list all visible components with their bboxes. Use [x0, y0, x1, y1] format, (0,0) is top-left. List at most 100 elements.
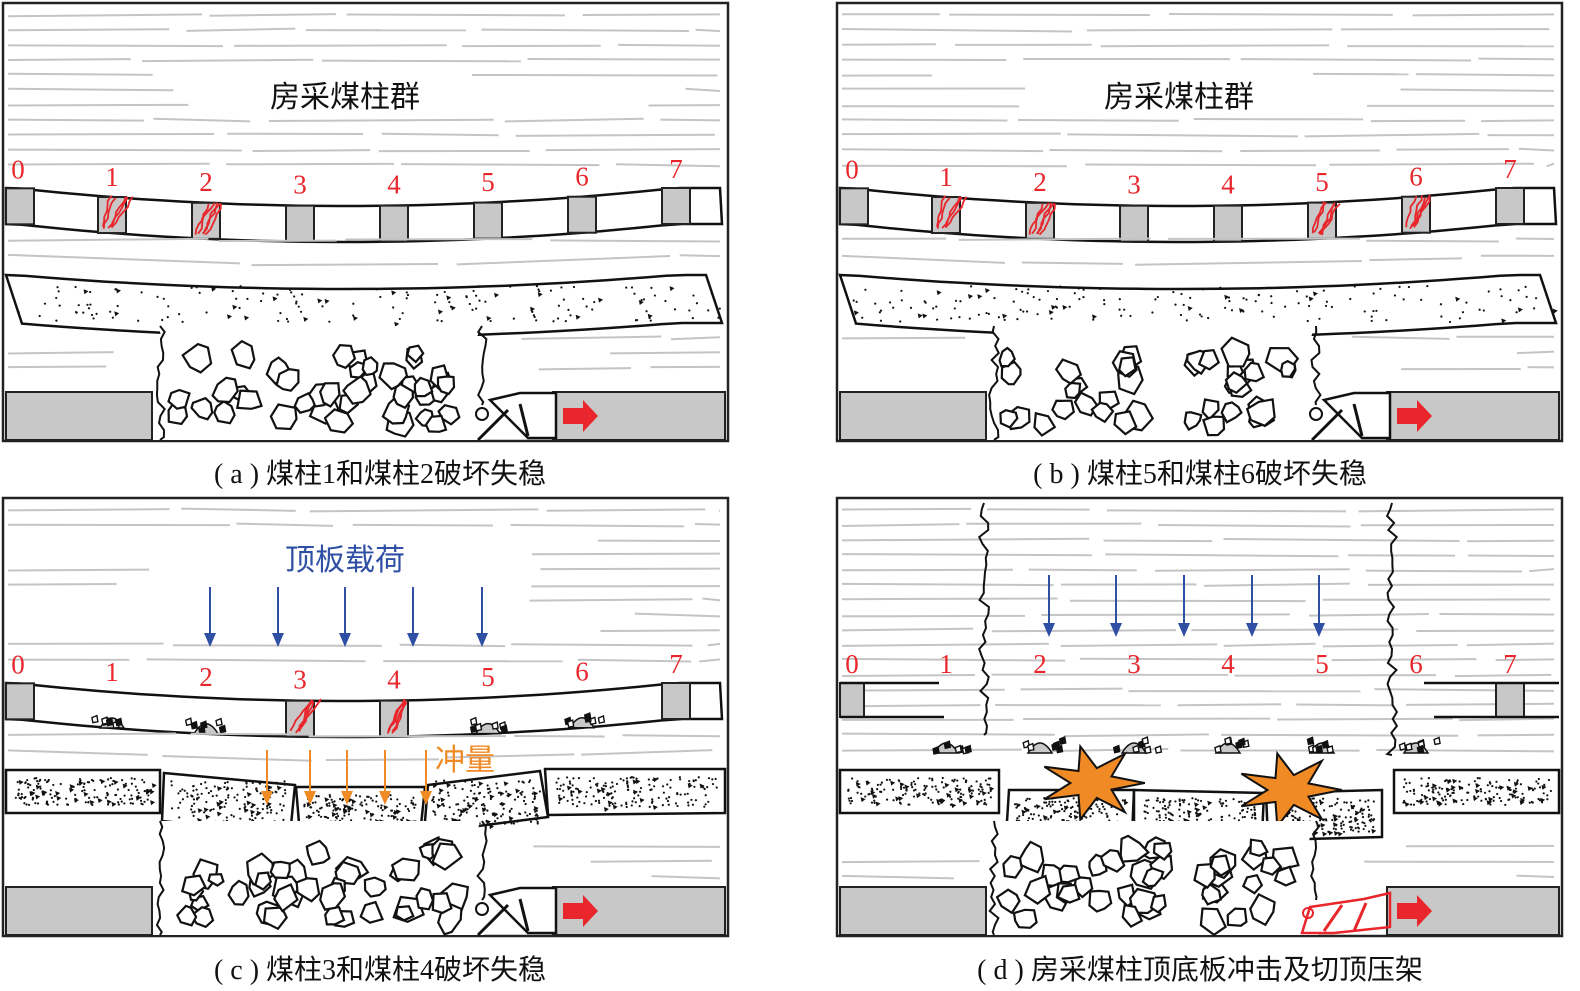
sand-grain	[1295, 290, 1299, 293]
sand-grain	[1458, 785, 1464, 791]
sand-grain	[691, 317, 694, 320]
sand-grain	[1224, 294, 1230, 300]
sand-grain	[904, 784, 910, 790]
strata-line	[841, 553, 1092, 557]
heap-fragment	[597, 715, 606, 724]
sand-grain	[634, 801, 637, 804]
strata-line	[7, 365, 107, 369]
sand-grain	[898, 801, 902, 804]
sand-grain	[17, 311, 20, 314]
sand-grain	[87, 307, 91, 310]
sand-grain	[89, 303, 92, 306]
sand-grain	[513, 798, 517, 801]
sand-grain	[588, 779, 592, 783]
sand-grain	[55, 296, 58, 300]
sand-grain	[1073, 810, 1076, 813]
sand-grain	[354, 794, 358, 797]
sand-grain	[1312, 797, 1315, 800]
rubble-block	[424, 414, 448, 433]
sand-grain	[1455, 800, 1458, 803]
sand-grain	[338, 808, 342, 811]
sand-grain	[870, 790, 876, 796]
shield-support-icon	[475, 886, 558, 937]
sand-grain	[65, 797, 68, 800]
sand-grain	[77, 304, 80, 307]
rubble-block	[254, 871, 273, 891]
sand-grain	[358, 795, 362, 798]
sand-grain	[457, 803, 460, 806]
arrow-head	[1043, 623, 1055, 637]
sand-grain	[477, 785, 480, 789]
rubble-block	[1099, 849, 1126, 873]
sand-grain	[957, 791, 960, 794]
sand-grain	[472, 289, 475, 293]
sand-grain	[975, 780, 978, 783]
sand-grain	[343, 803, 349, 809]
sand-grain	[666, 799, 670, 803]
down-arrow-icon	[261, 750, 273, 805]
fracture-line	[1311, 201, 1327, 234]
sand-grain	[245, 782, 248, 785]
goaf-right-edge	[1310, 820, 1320, 901]
sand-grain	[516, 820, 519, 823]
sand-grain	[56, 286, 59, 289]
sand-grain	[524, 802, 527, 806]
sand-grain	[1367, 813, 1371, 816]
sand-grain	[288, 288, 292, 291]
fracture-line	[1405, 195, 1418, 228]
sand-grain	[137, 319, 140, 322]
sand-grain	[1534, 297, 1538, 300]
sand-grain	[78, 780, 84, 786]
sand-grain	[69, 784, 75, 790]
sand-grain	[707, 800, 710, 803]
sand-grain	[1521, 792, 1524, 795]
strata-line	[1158, 524, 1351, 528]
sand-grain	[347, 806, 353, 812]
sand-grain	[1351, 807, 1355, 810]
strata-line	[399, 643, 506, 648]
sand-grain	[692, 780, 695, 783]
down-arrow-icon	[476, 587, 488, 647]
sand-grain	[140, 291, 143, 294]
sand-grain	[1428, 797, 1432, 801]
sand-grain	[570, 793, 573, 797]
sand-grain	[959, 300, 962, 303]
strata-line	[1478, 57, 1555, 61]
sand-grain	[489, 319, 492, 323]
down-arrow-icon	[379, 750, 391, 805]
sand-grain	[977, 313, 980, 316]
sand-grain	[205, 311, 208, 314]
sand-grain	[315, 809, 319, 812]
sand-grain	[962, 777, 965, 780]
strata-line	[1085, 163, 1317, 167]
sand-grain	[1370, 814, 1373, 817]
sand-grain	[495, 782, 498, 785]
sand-grain	[1322, 831, 1328, 837]
strata-line	[7, 103, 189, 107]
sand-grain	[678, 776, 681, 779]
sand-grain	[518, 812, 521, 815]
sand-grain	[324, 797, 330, 803]
sand-grain	[146, 791, 149, 794]
rubble-block	[1260, 856, 1283, 876]
sand-grain	[375, 288, 378, 291]
sand-grain	[965, 779, 968, 782]
sand-grain	[1105, 812, 1108, 815]
sand-grain	[412, 796, 415, 799]
sand-grain	[941, 776, 944, 780]
sand-grain	[703, 787, 706, 791]
strata-line	[1477, 733, 1555, 737]
sand-grain	[315, 794, 318, 798]
sand-grain	[26, 783, 30, 786]
sand-grain	[405, 291, 408, 294]
heap-fragment	[1154, 745, 1163, 754]
sand-grain	[1294, 810, 1297, 813]
arrow-head	[1246, 623, 1258, 637]
sand-grain	[695, 302, 699, 305]
coal-pillar-6	[567, 195, 597, 234]
sand-grain	[446, 782, 452, 788]
sand-grain	[380, 804, 383, 807]
sand-grain	[1432, 788, 1435, 791]
heap-fragment	[215, 717, 223, 727]
sand-grain	[1480, 799, 1483, 802]
